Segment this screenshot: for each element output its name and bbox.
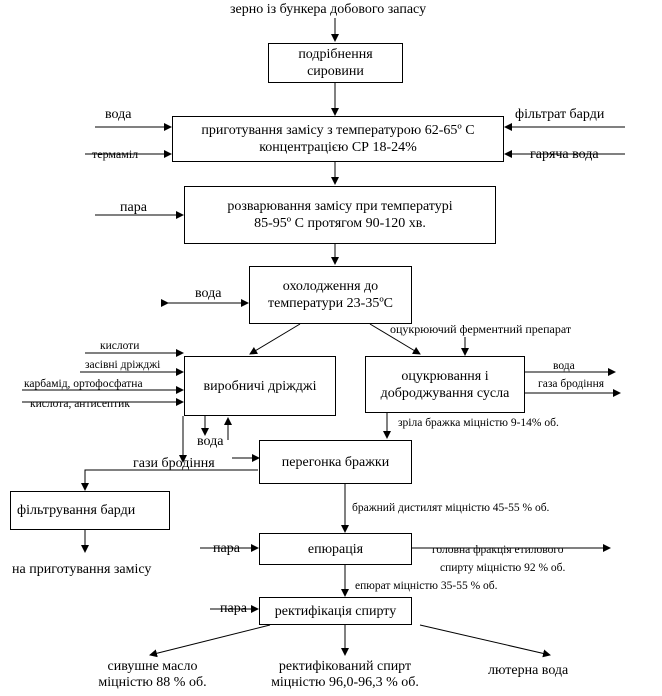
spirit-line2: міцністю 96,0-96,3 % об.	[271, 675, 419, 690]
epuration-text: епюрація	[307, 541, 364, 557]
mash-prep-box: приготування замісу з температурою 62-65…	[172, 116, 504, 162]
fusel-line1: сивушне масло	[107, 659, 198, 674]
water-label-1: вода	[105, 107, 132, 122]
steam-label-2: пара	[213, 541, 240, 556]
steam-label-1: пара	[120, 200, 147, 215]
mash-prep-line2: концентрацією СР 18-24%	[259, 140, 417, 155]
cooling-line1: охолодження до	[282, 279, 379, 294]
input-label: зерно із бункера добового запасу	[230, 2, 427, 17]
boiling-line1: розварювання замісу при температурі	[227, 199, 453, 214]
head-fraction-label-1: головна фракція етилового	[432, 544, 564, 556]
filtration-box: фільтрування барди	[10, 491, 170, 530]
ferm-gas-label-1: газа бродіння	[538, 378, 605, 390]
mash-prep-line1: приготування замісу з температурою 62-65…	[201, 123, 475, 138]
water-label-4: вода	[197, 434, 224, 449]
rectification-text: ректифікація спирту	[274, 603, 397, 619]
epuration-box: епюрація	[259, 533, 412, 565]
cooling-box: охолодження до температури 23-35ºС	[249, 266, 412, 324]
arrow-cooling-to-yeast	[249, 323, 301, 355]
to-mash-label: на приготування замісу	[12, 562, 152, 577]
termamil-label: термаміл	[92, 147, 139, 161]
fusel-line2: міцністю 88 % об.	[98, 675, 207, 690]
distillate-label: бражний дистилят міцністю 45-55 % об.	[352, 502, 550, 514]
urea-label-2: кислота, антисептик	[30, 398, 130, 410]
boiling-line2: 85-95º С протягом 90-120 хв.	[254, 216, 426, 231]
saccharification-box: оцукрювання і доброджування сусла	[365, 356, 525, 413]
acids-label: кислоти	[100, 340, 140, 352]
steam-label-3: пара	[220, 601, 247, 616]
filtration-text: фільтрування барди	[17, 503, 136, 518]
grinding-box: подрібнення сировини	[268, 43, 403, 83]
yeast-box: виробничі дріжджі	[184, 356, 336, 416]
distillation-text: перегонка бражки	[281, 454, 390, 470]
grinding-line2: сировини	[307, 64, 364, 79]
enzyme-label: оцукрюючий ферментний препарат	[390, 322, 572, 336]
mature-mash-label: зріла бражка міцністю 9-14% об.	[398, 417, 559, 429]
hot-water-label: гаряча вода	[530, 147, 599, 162]
lutter-water-output: лютерна вода	[488, 663, 569, 678]
epurate-label: епюрат міцністю 35-55 % об.	[355, 580, 498, 592]
rectified-spirit-output: ректифікований спирт міцністю 96,0-96,3 …	[245, 659, 445, 691]
seed-yeast-label: засівні дріжджі	[85, 359, 161, 371]
filtrate-label: фільтрат барди	[515, 107, 605, 122]
yeast-text: виробничі дріжджі	[203, 378, 317, 394]
head-fraction-label-2: спирту міцністю 92 % об.	[440, 562, 566, 574]
sacch-line1: оцукрювання і	[401, 368, 489, 384]
sacch-line2: доброджування сусла	[380, 385, 510, 401]
ferm-gas-label-2: гази бродіння	[133, 456, 215, 471]
water-label-3: вода	[553, 360, 575, 372]
fusel-oil-output: сивушне масло міцністю 88 % об.	[80, 659, 225, 691]
distillation-box: перегонка бражки	[259, 440, 412, 484]
boiling-box: розварювання замісу при температурі 85-9…	[184, 186, 496, 244]
grinding-line1: подрібнення	[298, 47, 373, 62]
water-label-2: вода	[195, 286, 222, 301]
urea-label-1: карбамід, ортофосфатна	[24, 378, 143, 390]
cooling-line2: температури 23-35ºС	[267, 296, 393, 311]
spirit-line1: ректифікований спирт	[278, 659, 412, 674]
rectification-box: ректифікація спирту	[259, 597, 412, 625]
arrow-cooling-to-sacch	[369, 323, 421, 355]
